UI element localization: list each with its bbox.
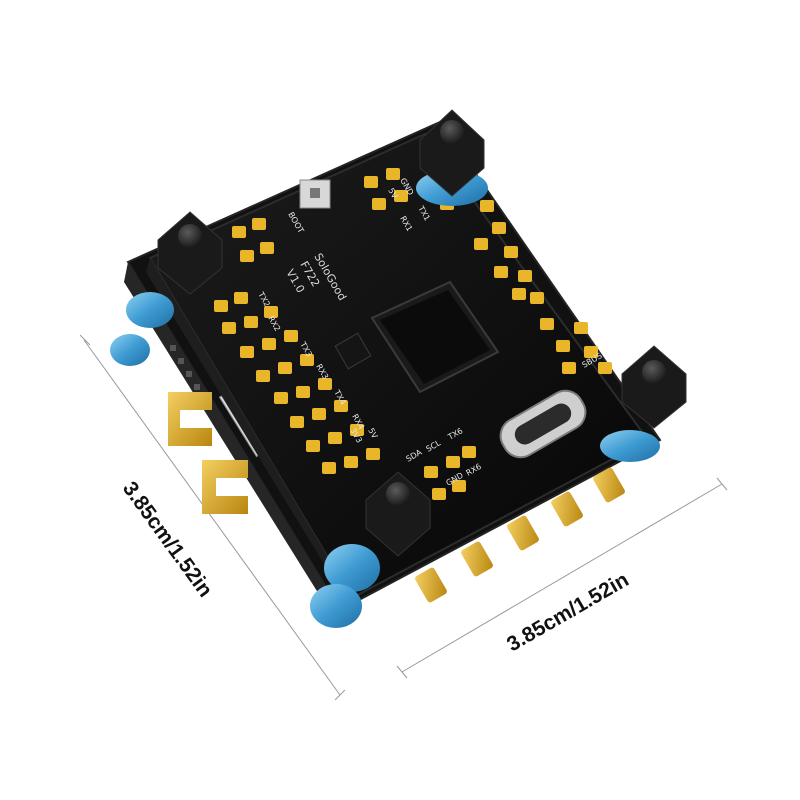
standoff-top: [416, 109, 488, 206]
dimension-lines: [79, 334, 728, 701]
esc-motor-pads-left: [168, 392, 248, 514]
screw-head: [178, 224, 202, 248]
standoff-left: [110, 211, 223, 366]
esc-motor-pads-bottom: [415, 467, 625, 603]
standoff-right: [600, 345, 687, 462]
flight-controller-board: BOOT GND 5V RX1 TX1 SDA SCL TX6 RX6 GND …: [146, 132, 650, 610]
solder-pads: [214, 168, 612, 500]
screw-head: [386, 482, 410, 506]
dimension-label-bottom: 3.85cm/1.52in: [503, 568, 633, 656]
mcu-chip: [370, 280, 500, 394]
gyro-chip: [334, 332, 372, 370]
usb-c-port: [499, 389, 587, 459]
screw-head: [440, 120, 464, 144]
standoff-bottom: [310, 471, 431, 628]
pin-header: [170, 345, 200, 390]
screw-head: [642, 360, 666, 384]
